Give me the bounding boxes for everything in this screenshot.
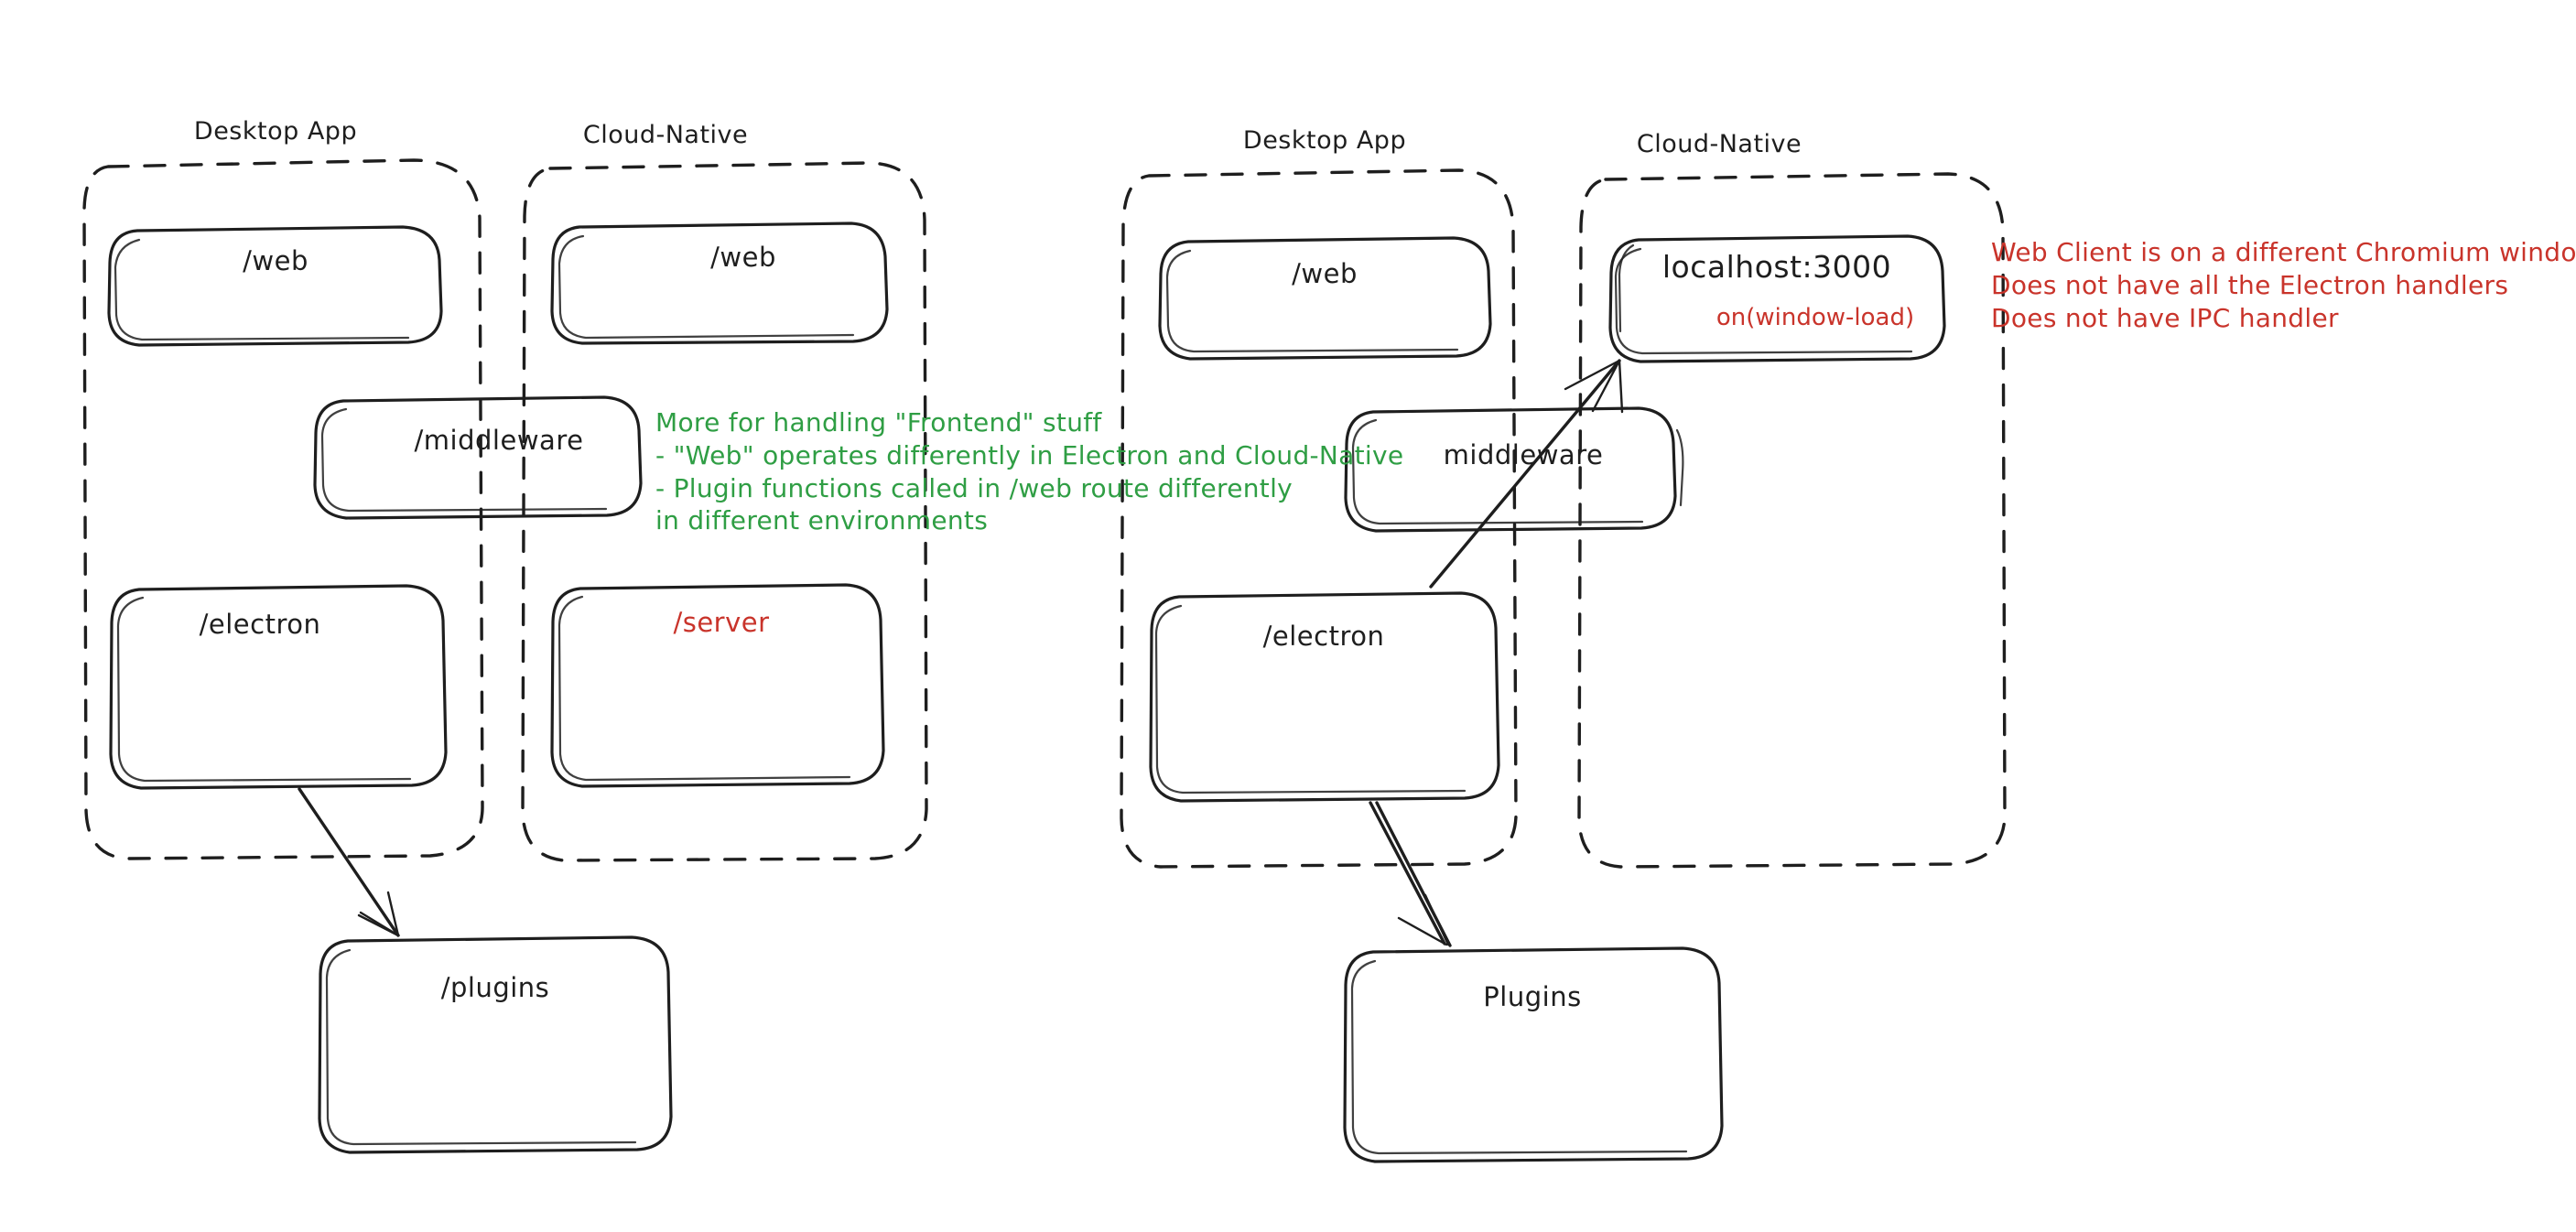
box-left-plugins xyxy=(318,935,673,1154)
box-label-right-localhost: localhost:3000 xyxy=(1661,249,1892,285)
box-label-right-plugins: Plugins xyxy=(1483,981,1582,1012)
arrow-left-electron-to-plugins xyxy=(298,787,400,937)
box-right-desktop-web xyxy=(1158,236,1492,361)
group-title-left-desktop-app: Desktop App xyxy=(193,117,358,146)
annotation-green-note: More for handling "Frontend" stuff - "We… xyxy=(655,407,1404,536)
group-title-right-cloud-native: Cloud-Native xyxy=(1636,130,1802,158)
box-sublabel-right-localhost: on(window-load) xyxy=(1716,304,1915,331)
box-label-left-electron: /electron xyxy=(199,609,321,640)
annotation-red-note: Web Client is on a different Chromium wi… xyxy=(1991,237,2576,333)
arrow-right-electron-to-localhost xyxy=(1429,359,1624,589)
group-title-left-cloud-native: Cloud-Native xyxy=(582,121,749,149)
box-left-middleware xyxy=(313,395,643,520)
box-label-left-middleware: /middleware xyxy=(414,425,584,456)
box-label-right-desktop-web: /web xyxy=(1292,258,1358,289)
arrow-right-electron-to-plugins xyxy=(1369,801,1452,947)
box-label-left-plugins: /plugins xyxy=(440,972,550,1003)
box-label-right-middleware: middleware xyxy=(1443,439,1604,470)
box-label-left-server: /server xyxy=(673,607,770,638)
box-label-left-desktop-web: /web xyxy=(243,245,308,276)
box-right-plugins xyxy=(1343,946,1724,1163)
box-label-right-electron: /electron xyxy=(1262,621,1385,652)
box-label-left-cloud-web: /web xyxy=(710,242,776,273)
group-title-right-desktop-app: Desktop App xyxy=(1242,126,1407,155)
